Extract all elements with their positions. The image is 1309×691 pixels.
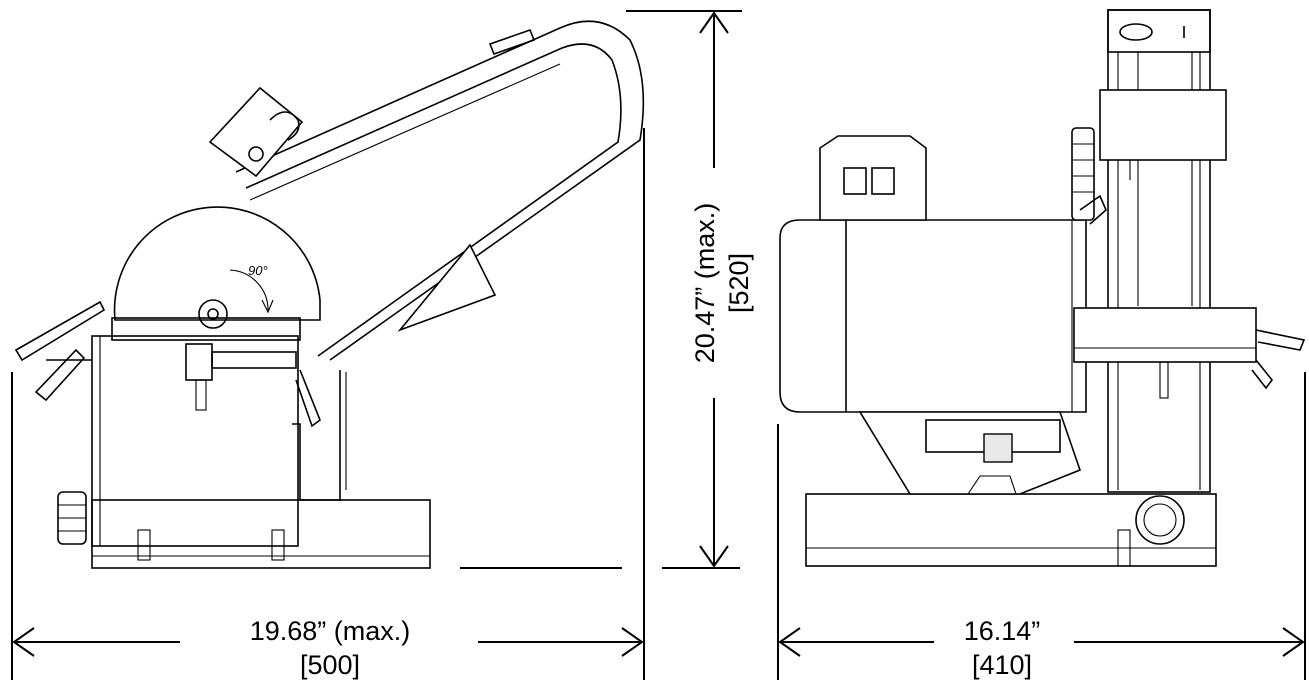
depth-dimension: 16.14” [410] [777,372,1306,680]
width-dimension-value: 19.68” (max.) [250,616,411,646]
width-dimension-metric: [500] [300,650,360,680]
height-dimension-metric: [520] [724,253,754,313]
side-view-work-table [14,300,106,402]
front-view-lower-knob [1117,495,1185,567]
side-view-adjuster-knob [57,491,87,545]
front-view [779,9,1306,567]
front-view-switch-box [819,135,927,221]
depth-dimension-value: 16.14” [964,616,1041,646]
height-arrow-bottom [699,545,729,568]
depth-arrow-right [1282,627,1305,657]
side-view-disc-guard: 90° [111,206,321,341]
front-view-tracking-knob [1071,127,1107,225]
side-view-shaft [185,343,297,411]
height-dimension: 20.47” (max.) [520] [460,10,754,569]
side-view-body [91,335,347,547]
front-view-belt-frame [1073,9,1306,493]
width-arrow-left [12,627,35,657]
front-view-motor [779,219,1087,413]
side-view-belt-arm [235,20,645,428]
angle-label: 90° [248,263,268,278]
depth-arrow-left [778,627,801,657]
height-dimension-value: 20.47” (max.) [690,203,720,364]
width-dimension: 19.68” (max.) [500] [11,128,645,680]
height-arrow-top [699,11,729,34]
side-view-base [91,499,431,569]
side-view-tension-bracket [208,28,536,178]
width-arrow-right [621,627,644,657]
front-view-pedestal [858,411,1082,495]
depth-dimension-metric: [410] [972,650,1032,680]
side-view: 90° [14,20,645,569]
